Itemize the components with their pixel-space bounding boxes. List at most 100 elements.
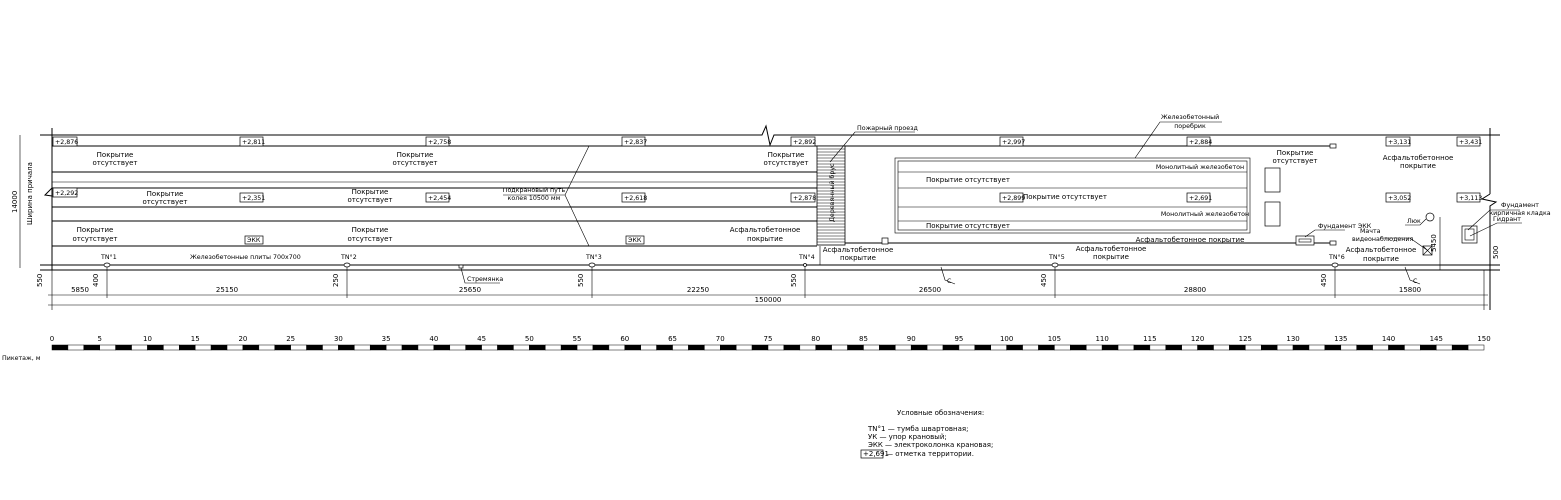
scale-segment: [1451, 344, 1469, 351]
legend-sample-elevation: +2,691: [863, 450, 889, 458]
elevation-mark: +3,052: [1385, 192, 1411, 203]
svg-text:+2,997: +2,997: [1002, 139, 1025, 146]
scale-segment: [1404, 344, 1421, 351]
elevation-mark: +2,884: [1186, 136, 1212, 147]
scale-tick-label: 70: [716, 335, 725, 343]
dimension-lines: 5850 25150 25650 22250 26500 28800 15800…: [11, 135, 1500, 310]
scale-tick-label: 110: [1095, 335, 1108, 343]
scale-tick-label: 5: [97, 335, 101, 343]
scale-segment: [910, 344, 928, 351]
scale-segment: [1213, 344, 1230, 351]
berth-width-label: Ширина причала: [26, 162, 34, 225]
scale-tick-label: 25: [286, 335, 295, 343]
scale-segment: [879, 344, 896, 351]
hatch-icon: [1425, 212, 1435, 222]
scale-segment: [1308, 344, 1326, 351]
scale-tick-label: 80: [811, 335, 820, 343]
svg-text:400: 400: [92, 274, 100, 287]
scale-segment: [147, 344, 164, 351]
timber-label: Деревянный брус: [828, 163, 836, 222]
svg-text:+2,878: +2,878: [793, 195, 816, 202]
scale-segment: [1292, 344, 1310, 351]
elevation-mark: +2,997: [999, 136, 1025, 147]
fire-passage-label: Пожарный проезд: [857, 124, 918, 132]
legend-item: ЭКК — электроколонка крановая;: [868, 441, 993, 449]
scale-segment: [1165, 344, 1182, 351]
svg-text:Монолитный железобетон: Монолитный железобетон: [1161, 210, 1249, 218]
svg-text:покрытие: покрытие: [840, 254, 876, 262]
scale-segment: [131, 344, 148, 351]
elevation-mark: +3,131: [1385, 136, 1411, 147]
svg-text:+2,618: +2,618: [624, 195, 647, 202]
callouts: Пожарный проезд Железобетонный поребрик …: [244, 113, 1551, 285]
svg-text:450: 450: [1040, 274, 1048, 287]
scale-segment: [1356, 344, 1373, 351]
berth-outline: [40, 124, 1500, 310]
scale-tick-label: 95: [954, 335, 963, 343]
svg-text:Покрытие: Покрытие: [77, 226, 114, 234]
svg-text:+3,052: +3,052: [1388, 195, 1411, 202]
svg-text:Асфальтобетонное: Асфальтобетонное: [823, 246, 894, 254]
scale-tick-label: 10: [143, 335, 152, 343]
scale-segment: [863, 344, 880, 351]
scale-segment: [1420, 344, 1437, 351]
scale-segment: [417, 344, 435, 351]
svg-text:+2,454: +2,454: [428, 195, 451, 202]
svg-text:Фундамент: Фундамент: [1501, 202, 1539, 209]
svg-text:Покрытие отсутствует: Покрытие отсутствует: [926, 222, 1010, 230]
scale-segment: [1149, 344, 1167, 351]
scale-tick-label: 140: [1382, 335, 1395, 343]
scale-segment: [513, 344, 530, 351]
scale-segment: [672, 344, 689, 351]
scale-segment: [1085, 344, 1103, 351]
scale-segment: [1388, 344, 1405, 351]
svg-text:+2,837: +2,837: [624, 139, 647, 146]
svg-text:ТN°4: ТN°4: [798, 253, 815, 261]
scale-segment: [67, 344, 85, 351]
svg-text:ТN°2: ТN°2: [340, 253, 357, 261]
svg-text:видеонаблюдения: видеонаблюдения: [1352, 235, 1414, 243]
svg-text:Покрытие: Покрытие: [1277, 149, 1314, 157]
svg-text:25650: 25650: [459, 286, 481, 294]
curb-label-2: поребрик: [1174, 122, 1206, 130]
scale-tick-label: 115: [1143, 335, 1156, 343]
svg-text:+3,431: +3,431: [1459, 139, 1482, 146]
svg-text:Покрытие отсутствует: Покрытие отсутствует: [926, 176, 1010, 184]
scale-segment: [1436, 344, 1453, 351]
scale-segment: [163, 344, 180, 351]
scale-label: Пикетаж, м: [2, 355, 41, 362]
svg-text:Асфальтобетонное покрытие: Асфальтобетонное покрытие: [1136, 236, 1245, 244]
scale-tick-label: 45: [477, 335, 486, 343]
legend-item: — отметка территории.: [886, 450, 974, 458]
scale-segment: [274, 344, 291, 351]
crane-track-label-1: Подкрановый путь: [503, 186, 566, 194]
ekk-box: ЭКК: [625, 235, 645, 245]
elevation-mark: +2,811: [239, 136, 265, 147]
svg-text:ТN°6: ТN°6: [1328, 253, 1345, 261]
scale-segment: [290, 344, 307, 351]
scale-segment: [656, 344, 673, 351]
svg-text:+2,899: +2,899: [1002, 195, 1025, 202]
elevation-mark: +2,878: [790, 192, 816, 203]
svg-text:+2,351: +2,351: [242, 195, 265, 202]
scale-segment: [99, 344, 116, 351]
scale-segment: [51, 344, 69, 351]
scale-segment: [926, 344, 944, 351]
scale-segment: [831, 344, 848, 351]
svg-text:Покрытие: Покрытие: [768, 151, 805, 159]
scale-tick-label: 15: [191, 335, 200, 343]
scale-tick-label: 85: [859, 335, 868, 343]
svg-text:Асфальтобетонное: Асфальтобетонное: [1076, 245, 1147, 253]
svg-text:Фундамент ЭКК: Фундамент ЭКК: [1318, 223, 1372, 230]
scale-segment: [990, 344, 1007, 351]
svg-text:+2,758: +2,758: [428, 139, 451, 146]
scale-segment: [258, 344, 276, 351]
scale-segment: [974, 344, 992, 351]
scale-tick-label: 55: [573, 335, 582, 343]
scale-segment: [751, 344, 769, 351]
svg-text:Железобетонные плиты 700х700: Железобетонные плиты 700х700: [190, 253, 301, 261]
svg-text:450: 450: [1320, 274, 1328, 287]
svg-text:отсутствует: отсутствует: [142, 198, 187, 206]
scale-tick-label: 130: [1286, 335, 1299, 343]
